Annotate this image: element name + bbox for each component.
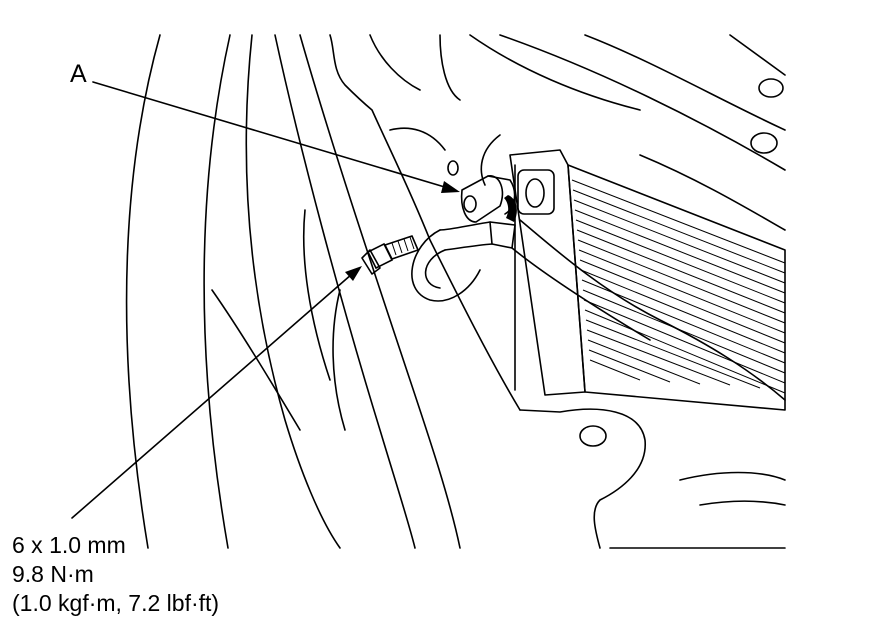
- leader-lines: [71, 81, 460, 519]
- radiator-hose: [411, 134, 786, 401]
- radiator-core: [509, 149, 786, 411]
- callout-label-a: A: [70, 60, 87, 88]
- radiator-outlet-fitting: [517, 169, 555, 215]
- body-contour-lines: [125, 34, 461, 549]
- mounting-holes: [447, 78, 784, 447]
- torque-spec-nm: 9.8 N·m: [12, 561, 94, 587]
- clamp-bracket-a: [460, 175, 517, 223]
- radiator-fins: [571, 179, 786, 394]
- bolt-size-spec: 6 x 1.0 mm: [12, 532, 126, 558]
- radiator-support-panel: [329, 34, 786, 549]
- bolt: [361, 235, 419, 275]
- torque-spec-alt-units: (1.0 kgf·m, 7.2 lbf·ft): [12, 590, 220, 616]
